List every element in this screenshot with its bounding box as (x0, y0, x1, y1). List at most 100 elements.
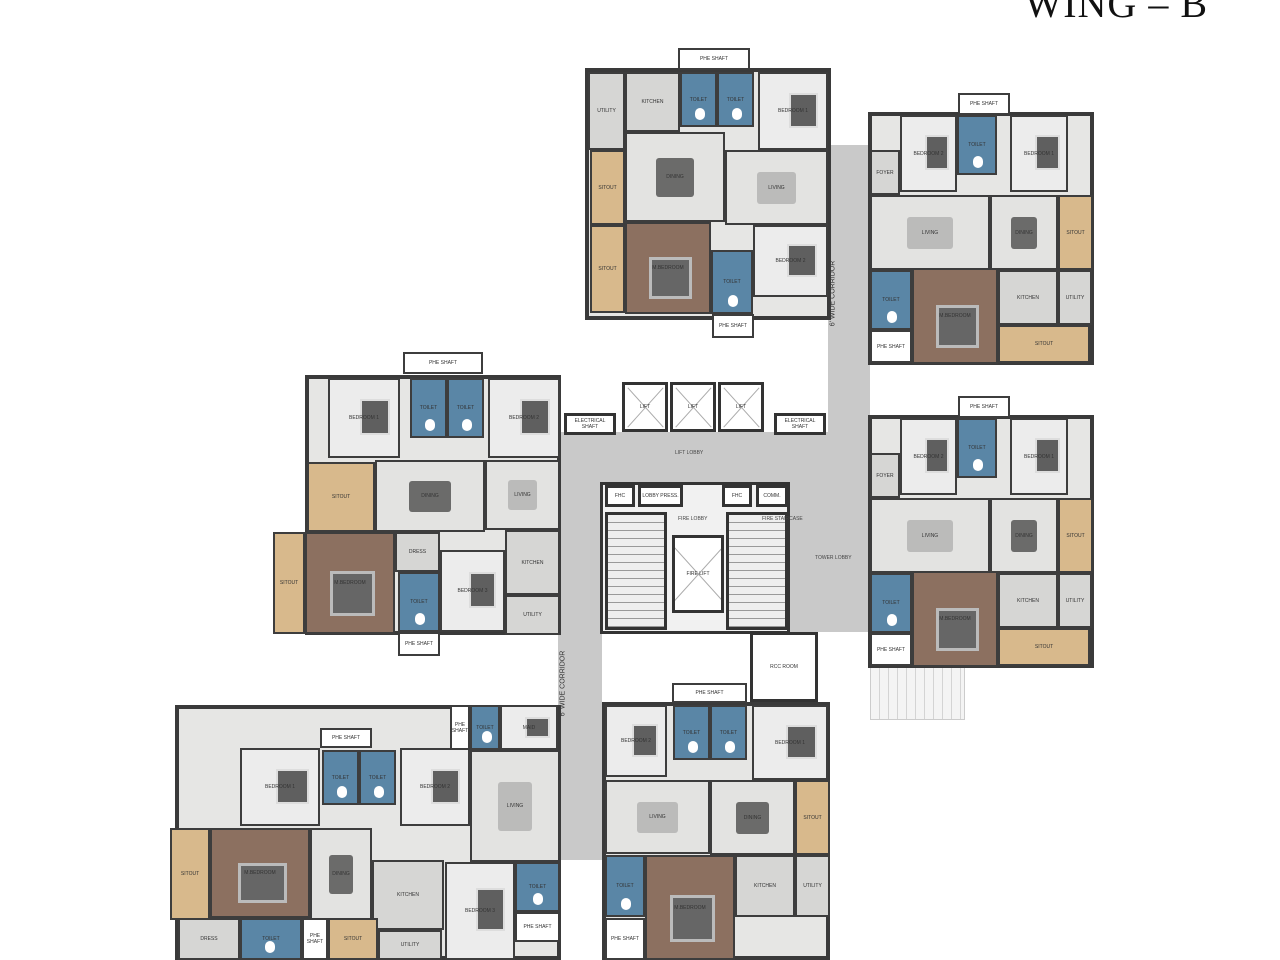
room-phe-shaft-label: PHE SHAFT (699, 56, 729, 62)
lift-label: LIFT (735, 404, 747, 410)
room-phe-shaft-label: PHE SHAFT (969, 404, 999, 410)
room-toilet: TOILET (870, 270, 912, 330)
room-kitchen-label: KITCHEN (1017, 294, 1039, 301)
room-bedroom-2: BEDROOM 2 (488, 378, 560, 458)
room-phe-shaft: PHE SHAFT (403, 352, 483, 374)
room-utility-label: UTILITY (1065, 294, 1085, 301)
lift: LIFT (718, 382, 764, 432)
staircase-left (605, 512, 667, 630)
rcc-room-label: RCC ROOM (770, 664, 798, 670)
room-m-bedroom: M.BEDROOM (645, 855, 735, 960)
room-phe-shaft: PHE SHAFT (302, 918, 328, 960)
room-kitchen-label: KITCHEN (1017, 597, 1039, 604)
room-phe-shaft: PHE SHAFT (712, 314, 754, 338)
room-bedroom-1-label: BEDROOM 1 (264, 784, 295, 790)
room-phe-shaft: PHE SHAFT (515, 912, 560, 942)
room-foyer-label: FOYER (876, 472, 894, 479)
room-m-bedroom-label: M.BEDROOM (939, 313, 971, 319)
fire-lobby-label: FIRE LOBBY (678, 516, 708, 522)
room-foyer: FOYER (870, 150, 900, 195)
room-sitout-label: SITOUT (803, 814, 822, 821)
room-toilet: TOILET (673, 705, 710, 760)
fhc-room-label: FHC (614, 493, 626, 499)
room-toilet-label: TOILET (528, 884, 547, 890)
room-dining-label: DINING (1015, 532, 1033, 539)
room-bedroom-2-label: BEDROOM 2 (508, 415, 539, 421)
room-utility: UTILITY (505, 595, 560, 635)
corridor-right (828, 145, 870, 445)
room-phe-shaft: PHE SHAFT (605, 918, 645, 960)
room-living-label: LIVING (768, 184, 785, 191)
room-bedroom-2: BEDROOM 2 (400, 748, 470, 826)
room-toilet-label: TOILET (882, 297, 900, 303)
room-phe-shaft-label: PHE SHAFT (695, 690, 724, 696)
room-phe-shaft-label: PHE SHAFT (718, 323, 748, 329)
room-m-bedroom: M.BEDROOM (210, 828, 310, 918)
room-bedroom-1-label: BEDROOM 1 (774, 739, 805, 746)
room-phe-shaft-label: PHE SHAFT (331, 735, 361, 741)
room-bedroom-3-label: BEDROOM 3 (464, 908, 495, 914)
room-bedroom-2-label: BEDROOM 2 (913, 453, 944, 460)
room-living: LIVING (485, 460, 560, 530)
room-bedroom-1-label: BEDROOM 1 (1023, 453, 1054, 460)
room-phe-shaft: PHE SHAFT (672, 683, 747, 703)
room-toilet: TOILET (870, 573, 912, 633)
room-phe-shaft: PHE SHAFT (398, 632, 440, 656)
room-bedroom-3: BEDROOM 3 (440, 550, 505, 632)
room-bedroom-2-label: BEDROOM 2 (419, 784, 450, 790)
room-phe-shaft: PHE SHAFT (678, 48, 750, 70)
room-toilet-label: TOILET (689, 96, 708, 103)
room-living: LIVING (470, 750, 560, 862)
room-sitout-label: SITOUT (598, 266, 617, 272)
electrical-shaft-label: ELECTRICAL SHAFT (784, 418, 816, 430)
room-bedroom-2-label: BEDROOM 2 (913, 150, 944, 157)
room-living: LIVING (870, 498, 990, 573)
rcc-room: RCC ROOM (750, 632, 818, 702)
room-bedroom-1: BEDROOM 1 (758, 72, 828, 150)
room-kitchen: KITCHEN (998, 573, 1058, 628)
room-living-label: LIVING (921, 229, 939, 236)
lobby-press-room-label: LOBBY PRESS. (642, 493, 679, 499)
room-bedroom-3: BEDROOM 3 (445, 862, 515, 960)
room-phe-shaft-label: PHE SHAFT (428, 360, 458, 366)
room-toilet-label: TOILET (410, 599, 428, 605)
room-phe-shaft: PHE SHAFT (958, 396, 1010, 418)
comm-room: COMM. (756, 485, 788, 507)
room-utility-label: UTILITY (597, 108, 616, 114)
room-living-label: LIVING (514, 492, 531, 498)
fhc-room-label: FHC (731, 493, 743, 499)
comm-room-label: COMM. (763, 493, 781, 499)
room-toilet: TOILET (957, 115, 997, 175)
room-sitout: SITOUT (328, 918, 378, 960)
room-utility: UTILITY (1058, 270, 1092, 325)
room-dress-label: DRESS (408, 549, 427, 555)
room-kitchen: KITCHEN (998, 270, 1058, 325)
room-m-bedroom: M.BEDROOM (912, 571, 998, 667)
room-toilet: TOILET (470, 705, 500, 750)
room-living: LIVING (870, 195, 990, 270)
room-utility-label: UTILITY (400, 942, 420, 948)
room-toilet: TOILET (605, 855, 645, 917)
corridor-left (558, 440, 602, 860)
room-sitout: SITOUT (590, 225, 625, 313)
fire-lift: FIRE LIFT (672, 535, 724, 613)
room-toilet-label: TOILET (476, 724, 494, 731)
lift: LIFT (622, 382, 668, 432)
room-toilet: TOILET (711, 250, 753, 314)
room-phe-shaft: PHE SHAFT (870, 330, 912, 363)
room-toilet: TOILET (322, 750, 359, 805)
room-kitchen-label: KITCHEN (641, 99, 664, 105)
room-bedroom-2-label: BEDROOM 2 (775, 258, 806, 264)
room-kitchen: KITCHEN (372, 860, 444, 930)
room-phe-shaft-label: PHE SHAFT (969, 101, 999, 107)
room-phe-shaft-label: PHE SHAFT (876, 343, 906, 350)
room-toilet-label: TOILET (616, 883, 634, 889)
wing-title: WING – B (1024, 0, 1208, 26)
electrical-shaft: ELECTRICAL SHAFT (564, 413, 616, 435)
room-toilet: TOILET (398, 572, 440, 632)
room-dining: DINING (310, 828, 372, 920)
room-bedroom-1: BEDROOM 1 (328, 378, 400, 458)
room-bedroom-2: BEDROOM 2 (900, 418, 957, 495)
room-utility: UTILITY (378, 930, 442, 960)
fhc-room: FHC (722, 485, 752, 507)
